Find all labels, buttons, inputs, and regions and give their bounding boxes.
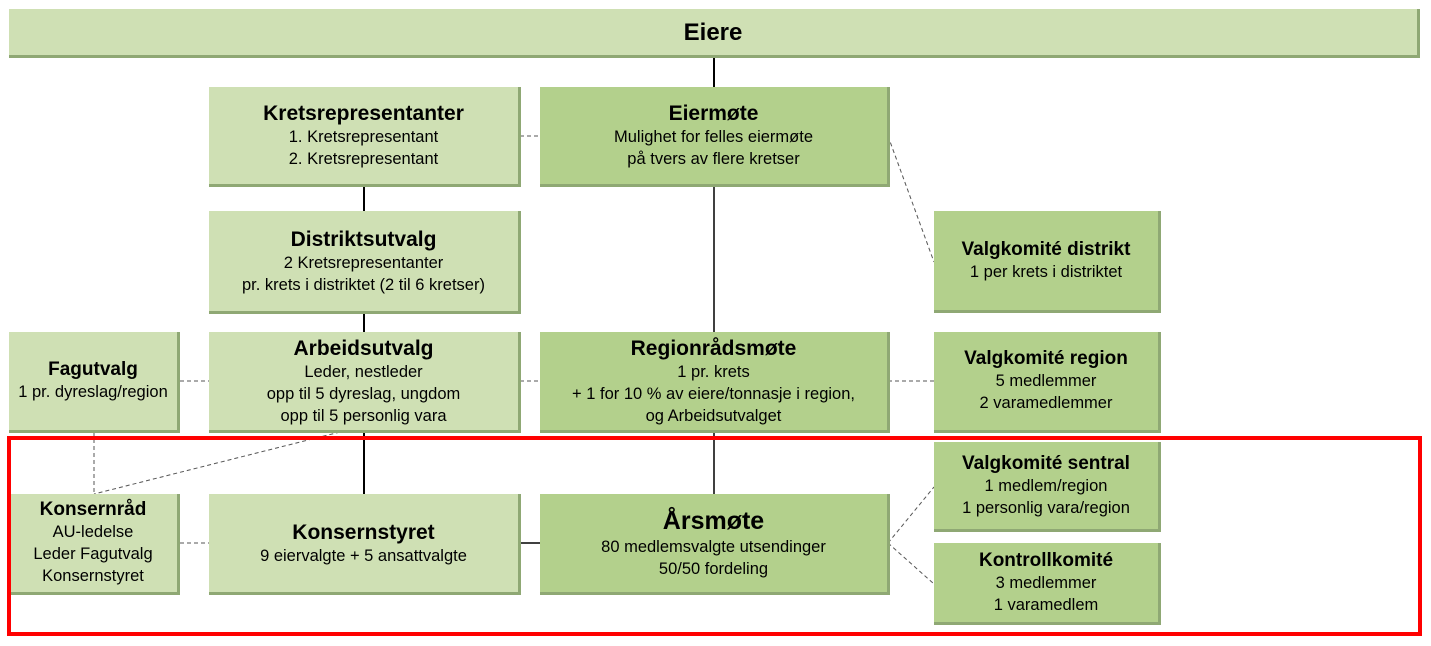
valgkomite-sentral-box: Valgkomité sentral 1 medlem/region 1 per…	[934, 442, 1161, 532]
distriktsutvalg-line-1: 2 Kretsrepresentanter	[283, 253, 444, 272]
valgkomite-sentral-line-1: 1 medlem/region	[984, 476, 1108, 495]
kontrollkomite-line-2: 1 varamedlem	[993, 595, 1099, 614]
konsernrad-line-1: AU-ledelse	[52, 523, 134, 541]
arsmote-title: Årsmøte	[662, 507, 765, 535]
valgkomite-sentral-line-2: 1 personlig vara/region	[962, 498, 1130, 517]
kontrollkomite-box: Kontrollkomité 3 medlemmer 1 varamedlem	[934, 543, 1161, 625]
konsernrad-title: Konsernråd	[39, 499, 147, 520]
dash-arsmote-kontroll	[887, 542, 935, 585]
fagutvalg-line-1: 1 pr. dyreslag/region	[18, 383, 168, 401]
valgkomite-distrikt-title: Valgkomité distrikt	[961, 238, 1131, 260]
eiere-box: Eiere	[9, 9, 1420, 58]
arbeidsutvalg-line-1: Leder, nestleder	[304, 362, 423, 381]
distriktsutvalg-title: Distriktsutvalg	[290, 227, 437, 251]
dash-arsmote-valgsentral	[887, 486, 935, 544]
arbeidsutvalg-title: Arbeidsutvalg	[293, 336, 434, 360]
kontrollkomite-line-1: 3 medlemmer	[995, 573, 1097, 592]
regionradsmote-title: Regionrådsmøte	[630, 336, 797, 360]
regionradsmote-box: Regionrådsmøte 1 pr. krets + 1 for 10 % …	[540, 332, 890, 433]
kretsrepresentanter-line-2: 2. Kretsrepresentant	[288, 150, 439, 168]
konsernstyret-title: Konsernstyret	[292, 520, 435, 544]
arsmote-line-1: 80 medlemsvalgte utsendinger	[601, 538, 826, 556]
eiermote-title: Eiermøte	[668, 102, 759, 125]
kontrollkomite-title: Kontrollkomité	[978, 549, 1114, 571]
arbeidsutvalg-line-3: opp til 5 personlig vara	[280, 406, 447, 425]
valgkomite-distrikt-line-1: 1 per krets i distriktet	[969, 262, 1123, 281]
konsernstyret-box: Konsernstyret 9 eiervalgte + 5 ansattval…	[209, 494, 521, 595]
dash-eiermote-valgdistrikt	[887, 135, 935, 263]
regionradsmote-line-2: + 1 for 10 % av eiere/tonnasje i region,	[572, 384, 855, 403]
valgkomite-region-title: Valgkomité region	[964, 348, 1128, 369]
eiermote-line-1: Mulighet for felles eiermøte	[614, 128, 813, 146]
valgkomite-region-line-1: 5 medlemmer	[995, 372, 1097, 390]
kretsrepresentanter-title: Kretsrepresentanter	[263, 102, 464, 125]
highlight-frame	[7, 436, 1422, 636]
valgkomite-distrikt-box: Valgkomité distrikt 1 per krets i distri…	[934, 211, 1161, 313]
fagutvalg-box: Fagutvalg 1 pr. dyreslag/region	[9, 332, 180, 433]
dash-au-konsernrad	[93, 431, 341, 495]
konsernrad-line-2: Leder Fagutvalg	[33, 545, 153, 563]
konsernrad-line-3: Konsernstyret	[42, 567, 144, 585]
arbeidsutvalg-line-2: opp til 5 dyreslag, ungdom	[266, 384, 461, 403]
konsernrad-box: Konsernråd AU-ledelse Leder Fagutvalg Ko…	[9, 494, 180, 595]
arbeidsutvalg-box: Arbeidsutvalg Leder, nestleder opp til 5…	[209, 332, 521, 433]
arsmote-box: Årsmøte 80 medlemsvalgte utsendinger 50/…	[540, 494, 890, 595]
regionradsmote-line-3: og Arbeidsutvalget	[645, 406, 782, 425]
kretsrepresentanter-box: Kretsrepresentanter 1. Kretsrepresentant…	[209, 87, 521, 187]
eiermote-box: Eiermøte Mulighet for felles eiermøte på…	[540, 87, 890, 187]
valgkomite-sentral-title: Valgkomité sentral	[962, 452, 1130, 474]
valgkomite-region-box: Valgkomité region 5 medlemmer 2 varamedl…	[934, 332, 1161, 433]
eiermote-line-2: på tvers av flere kretser	[627, 150, 800, 168]
konsernstyret-line-1: 9 eiervalgte + 5 ansattvalgte	[260, 546, 467, 565]
valgkomite-region-line-2: 2 varamedlemmer	[979, 394, 1113, 412]
eiere-title: Eiere	[683, 18, 743, 46]
distriktsutvalg-line-2: pr. krets i distriktet (2 til 6 kretser)	[242, 275, 485, 294]
fagutvalg-title: Fagutvalg	[48, 359, 138, 380]
distriktsutvalg-box: Distriktsutvalg 2 Kretsrepresentanter pr…	[209, 211, 521, 314]
kretsrepresentanter-line-1: 1. Kretsrepresentant	[288, 128, 439, 146]
regionradsmote-line-1: 1 pr. krets	[677, 362, 750, 381]
arsmote-line-2: 50/50 fordeling	[658, 560, 769, 578]
